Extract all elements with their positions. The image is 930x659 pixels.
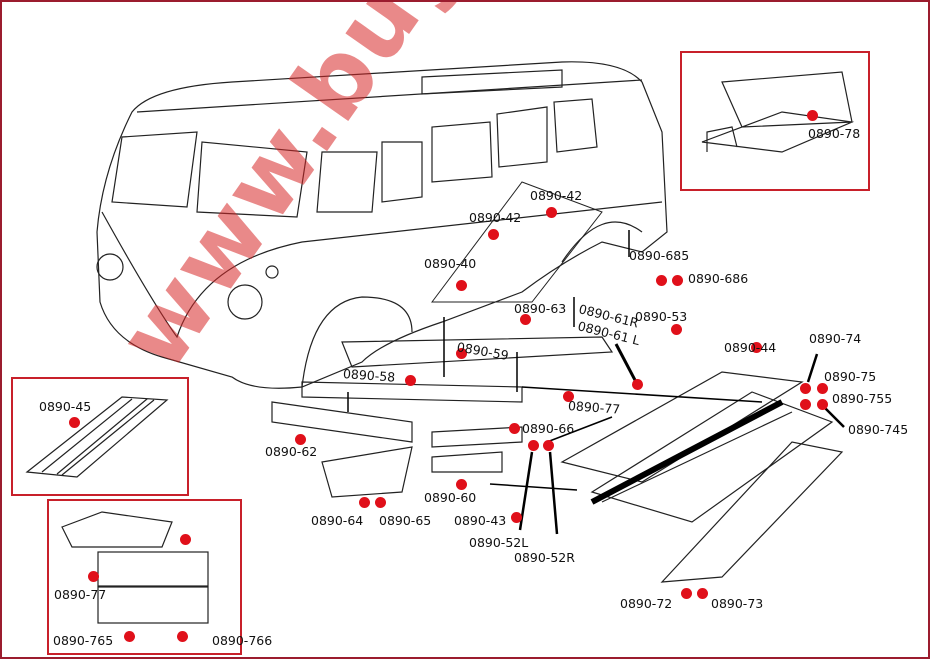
marker-dot[interactable]	[816, 382, 828, 394]
marker-dot[interactable]	[179, 533, 191, 545]
part-label-0890-755[interactable]: 0890-755	[832, 391, 893, 406]
marker-dot[interactable]	[374, 496, 386, 508]
part-label-0890-53[interactable]: 0890-53	[635, 309, 688, 324]
marker-dot[interactable]	[455, 478, 467, 490]
marker-dot[interactable]	[631, 378, 643, 390]
part-label-0890-745[interactable]: 0890-745	[848, 422, 909, 437]
pickup-inset-box	[680, 51, 870, 191]
part-label-0890-52r[interactable]: 0890-52R	[514, 550, 575, 565]
doors-inset-box	[47, 499, 242, 655]
part-label-0890-62[interactable]: 0890-62	[265, 444, 318, 459]
panel-inset-box	[11, 377, 189, 496]
marker-dot[interactable]	[671, 274, 683, 286]
part-label-0890-65[interactable]: 0890-65	[379, 513, 432, 528]
part-label-0890-66[interactable]: 0890-66	[522, 421, 575, 436]
marker-dot[interactable]	[816, 398, 828, 410]
marker-dot[interactable]	[542, 439, 554, 451]
marker-dot[interactable]	[799, 382, 811, 394]
part-label-0890-766[interactable]: 0890-766	[212, 633, 273, 648]
part-label-0890-72[interactable]: 0890-72	[620, 596, 673, 611]
marker-dot[interactable]	[87, 570, 99, 582]
part-label-0890-73[interactable]: 0890-73	[711, 596, 764, 611]
part-label-0890-685[interactable]: 0890-685	[629, 248, 690, 263]
part-label-0890-63[interactable]: 0890-63	[514, 301, 567, 316]
marker-dot[interactable]	[750, 341, 762, 353]
part-label-0890-40[interactable]: 0890-40	[424, 256, 477, 271]
marker-dot[interactable]	[176, 630, 188, 642]
marker-dot[interactable]	[562, 390, 574, 402]
marker-dot[interactable]	[696, 587, 708, 599]
marker-dot[interactable]	[487, 228, 499, 240]
marker-dot[interactable]	[806, 109, 818, 121]
part-label-0890-45[interactable]: 0890-45	[39, 399, 92, 414]
part-label-0890-42[interactable]: 0890-42	[530, 188, 583, 203]
part-label-0890-77[interactable]: 0890-77	[54, 587, 107, 602]
marker-dot[interactable]	[680, 587, 692, 599]
part-label-0890-60[interactable]: 0890-60	[424, 490, 477, 505]
marker-dot[interactable]	[123, 630, 135, 642]
marker-dot[interactable]	[358, 496, 370, 508]
marker-dot[interactable]	[508, 422, 520, 434]
marker-dot[interactable]	[294, 433, 306, 445]
part-label-0890-43[interactable]: 0890-43	[454, 513, 507, 528]
marker-dot[interactable]	[799, 398, 811, 410]
marker-dot[interactable]	[68, 416, 80, 428]
part-label-0890-74[interactable]: 0890-74	[809, 331, 862, 346]
part-label-0890-44[interactable]: 0890-44	[724, 340, 777, 355]
marker-dot[interactable]	[455, 347, 467, 359]
part-label-0890-765[interactable]: 0890-765	[53, 633, 114, 648]
marker-dot[interactable]	[545, 206, 557, 218]
part-label-0890-686[interactable]: 0890-686	[688, 271, 749, 286]
marker-dot[interactable]	[455, 279, 467, 291]
part-label-0890-64[interactable]: 0890-64	[311, 513, 364, 528]
part-label-0890-78[interactable]: 0890-78	[808, 126, 861, 141]
marker-dot[interactable]	[527, 439, 539, 451]
marker-dot[interactable]	[670, 323, 682, 335]
marker-dot[interactable]	[510, 511, 522, 523]
part-label-0890-42[interactable]: 0890-42	[469, 210, 522, 225]
part-label-0890-52l[interactable]: 0890-52L	[469, 535, 529, 550]
part-label-0890-75[interactable]: 0890-75	[824, 369, 877, 384]
marker-dot[interactable]	[519, 313, 531, 325]
marker-dot[interactable]	[655, 274, 667, 286]
marker-dot[interactable]	[404, 374, 416, 386]
